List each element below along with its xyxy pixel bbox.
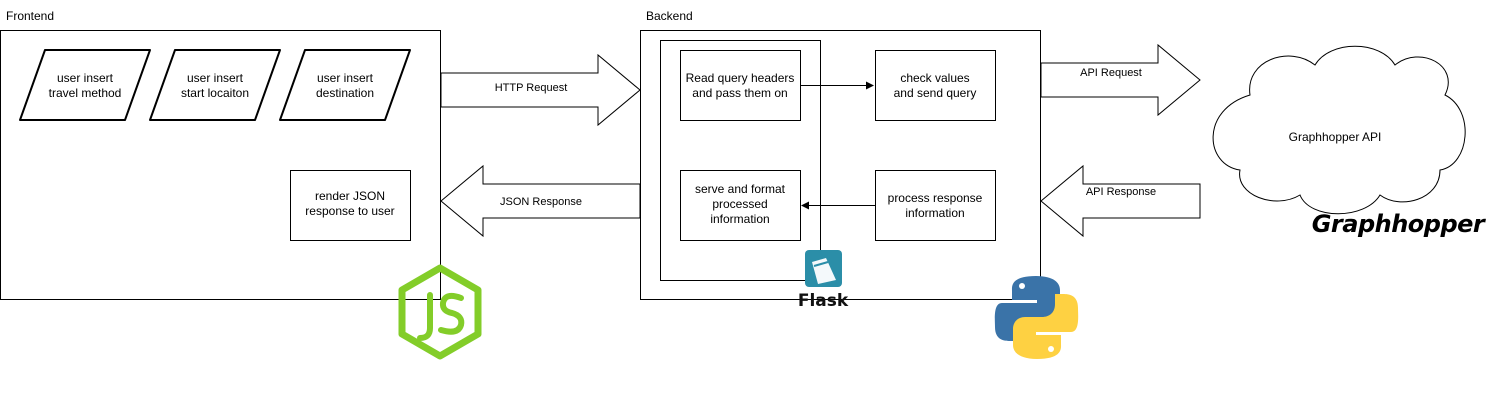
- read-headers-box: Read query headers and pass them on: [680, 50, 801, 121]
- json-response-arrow: JSON Response: [440, 164, 641, 238]
- backend-container: [640, 30, 1041, 300]
- api-response-arrow: API Response: [1040, 164, 1201, 238]
- nodejs-logo: [398, 264, 482, 360]
- process-response-box: process response information: [875, 170, 996, 241]
- input-destination-line2: destination: [316, 86, 374, 100]
- render-json-box: render JSON response to user: [290, 170, 411, 241]
- graphhopper-api-label: Graphhopper API: [1289, 130, 1382, 144]
- graphhopper-logo: Graphhopper: [1312, 210, 1487, 238]
- flask-logo: Flask: [798, 250, 849, 311]
- check-values-box: check values and send query: [875, 50, 996, 121]
- render-json-line1: render JSON: [315, 189, 385, 203]
- frontend-group-label: Frontend: [6, 9, 54, 23]
- input-start-location: user insert start locaiton: [149, 49, 281, 121]
- backend-group-label: Backend: [646, 9, 693, 23]
- input-travel-method-line2: travel method: [49, 86, 122, 100]
- input-start-location-line1: user insert: [187, 71, 244, 85]
- serve-format-line1: serve and format: [695, 182, 786, 196]
- flask-container: [660, 40, 821, 281]
- check-values-line1: check values: [900, 71, 969, 85]
- flask-logo-text: Flask: [798, 291, 849, 311]
- http-request-arrow: HTTP Request: [440, 53, 641, 127]
- render-json-line2: response to user: [305, 204, 394, 218]
- graphhopper-cloud: Graphhopper API: [1212, 45, 1466, 215]
- api-request-label: API Request: [1080, 67, 1142, 79]
- serve-format-line2: processed: [712, 197, 767, 211]
- input-destination-line1: user insert: [317, 71, 374, 85]
- input-travel-method: user insert travel method: [19, 49, 151, 121]
- python-logo: [994, 276, 1079, 359]
- api-request-arrow: API Request: [1040, 43, 1201, 117]
- frontend-container: [0, 30, 441, 300]
- process-response-line2: information: [905, 206, 964, 220]
- process-response-line1: process response: [888, 191, 983, 205]
- serve-format-box: serve and format processed information: [680, 170, 801, 241]
- input-destination: user insert destination: [279, 49, 411, 121]
- read-headers-line1: Read query headers: [686, 71, 795, 85]
- input-travel-method-line1: user insert: [57, 71, 114, 85]
- http-request-label: HTTP Request: [495, 82, 568, 94]
- input-start-location-line2: start locaiton: [181, 86, 249, 100]
- check-values-line2: and send query: [894, 86, 977, 100]
- read-headers-line2: and pass them on: [692, 86, 787, 100]
- api-response-label: API Response: [1086, 186, 1156, 198]
- serve-format-line3: information: [710, 212, 769, 226]
- json-response-label: JSON Response: [500, 196, 582, 208]
